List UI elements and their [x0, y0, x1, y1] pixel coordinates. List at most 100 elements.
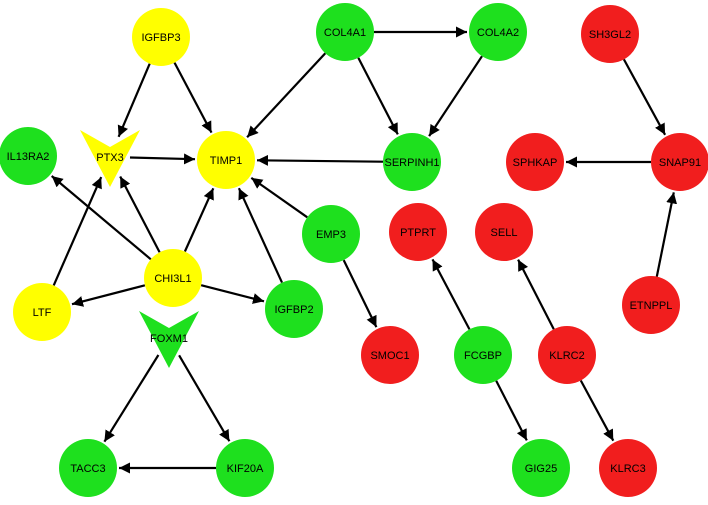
node-label: TIMP1: [210, 155, 242, 167]
edge-igfbp3-to-ptx3: [117, 63, 151, 138]
edge-col4a1-to-timp1: [246, 52, 327, 139]
edge-col4a1-to-serpinh1: [357, 57, 399, 135]
edge-fcgbp-to-gig25: [495, 380, 528, 441]
node-shape-fcgbp: [454, 326, 512, 384]
edge-foxm1-to-kif20a: [178, 354, 231, 442]
node-igfbp2: IGFBP2: [265, 280, 323, 338]
node-shape-sphkap: [506, 133, 564, 191]
node-shape-kif20a: [216, 439, 274, 497]
node-fcgbp: FCGBP: [454, 326, 512, 384]
node-chi3l1: CHI3L1: [144, 249, 202, 307]
edge-etnppl-to-snap91: [655, 192, 678, 277]
node-label: IGFBP3: [141, 32, 180, 44]
node-shape-igfbp2: [265, 280, 323, 338]
node-ptprt: PTPRT: [389, 203, 447, 261]
node-label: SERPINH1: [384, 157, 439, 169]
node-timp1: TIMP1: [197, 131, 255, 189]
node-sh3gl2: SH3GL2: [581, 5, 639, 63]
node-label: SH3GL2: [589, 29, 631, 41]
node-label: IGFBP2: [274, 304, 313, 316]
node-tacc3: TACC3: [59, 439, 117, 497]
node-shape-emp3: [302, 205, 360, 263]
node-shape-ptprt: [389, 203, 447, 261]
node-shape-timp1: [197, 131, 255, 189]
edge-emp3-to-smoc1: [342, 259, 378, 328]
node-label: PTX3: [96, 152, 124, 164]
node-smoc1: SMOC1: [361, 326, 419, 384]
node-shape-col4a2: [469, 3, 527, 61]
node-snap91: SNAP91: [651, 133, 708, 191]
edge-chi3l1-to-timp1: [183, 187, 215, 252]
node-shape-il13ra2: [0, 127, 57, 185]
node-label: SELL: [491, 227, 518, 239]
node-igfbp3: IGFBP3: [132, 8, 190, 66]
node-label: SNAP91: [659, 157, 701, 169]
node-ptx3: PTX3: [80, 130, 140, 187]
node-shape-tacc3: [59, 439, 117, 497]
node-col4a1: COL4A1: [316, 3, 374, 61]
edge-col4a2-to-serpinh1: [428, 55, 483, 137]
node-label: SMOC1: [370, 350, 409, 362]
node-shape-smoc1: [361, 326, 419, 384]
node-foxm1: FOXM1: [139, 311, 199, 368]
edge-sh3gl2-to-snap91: [622, 58, 667, 136]
node-label: COL4A2: [477, 27, 519, 39]
node-label: COL4A1: [324, 27, 366, 39]
node-label: LTF: [33, 307, 52, 319]
edge-ptx3-to-timp1: [129, 153, 196, 165]
edge-foxm1-to-tacc3: [103, 354, 160, 443]
node-sell: SELL: [475, 203, 533, 261]
node-label: TACC3: [70, 463, 105, 475]
node-col4a2: COL4A2: [469, 3, 527, 61]
node-sphkap: SPHKAP: [506, 133, 564, 191]
node-klrc3: KLRC3: [599, 439, 657, 497]
node-shape-klrc3: [599, 439, 657, 497]
node-label: FOXM1: [150, 333, 188, 345]
edge-chi3l1-to-igfbp2: [200, 284, 265, 304]
edge-klrc2-to-sell: [517, 259, 555, 330]
node-label: GIG25: [525, 463, 557, 475]
edge-ltf-to-ptx3: [52, 176, 103, 286]
edge-igfbp2-to-timp1: [237, 187, 284, 284]
node-label: CHI3L1: [154, 273, 191, 285]
node-kif20a: KIF20A: [216, 439, 274, 497]
node-label: KLRC2: [549, 350, 584, 362]
node-shape-foxm1: [139, 311, 199, 368]
node-klrc2: KLRC2: [538, 326, 596, 384]
node-shape-ltf: [13, 283, 71, 341]
node-shape-klrc2: [538, 326, 596, 384]
node-label: KLRC3: [610, 463, 645, 475]
node-label: ETNPPL: [630, 300, 673, 312]
edge-chi3l1-to-il13ra2: [50, 175, 152, 261]
node-shape-etnppl: [622, 276, 680, 334]
node-etnppl: ETNPPL: [622, 276, 680, 334]
edge-fcgbp-to-ptprt: [431, 258, 471, 330]
node-il13ra2: IL13RA2: [0, 127, 57, 185]
node-shape-chi3l1: [144, 249, 202, 307]
node-shape-gig25: [512, 439, 570, 497]
node-emp3: EMP3: [302, 205, 360, 263]
edge-klrc2-to-klrc3: [579, 379, 615, 442]
node-shape-igfbp3: [132, 8, 190, 66]
edge-serpinh1-to-timp1: [256, 154, 384, 166]
node-label: SPHKAP: [513, 157, 558, 169]
node-serpinh1: SERPINH1: [383, 133, 441, 191]
node-shape-serpinh1: [383, 133, 441, 191]
node-shape-ptx3: [80, 130, 140, 187]
edge-chi3l1-to-ltf: [71, 284, 146, 307]
node-label: PTPRT: [400, 227, 436, 239]
edge-emp3-to-timp1: [250, 177, 308, 219]
node-shape-snap91: [651, 133, 708, 191]
edges-layer: [50, 26, 678, 474]
edge-igfbp3-to-timp1: [173, 62, 213, 134]
edge-chi3l1-to-ptx3: [119, 175, 161, 253]
node-shape-col4a1: [316, 3, 374, 61]
node-label: EMP3: [316, 229, 346, 241]
node-label: IL13RA2: [7, 151, 50, 163]
node-label: KIF20A: [227, 463, 264, 475]
node-ltf: LTF: [13, 283, 71, 341]
node-shape-sh3gl2: [581, 5, 639, 63]
node-shape-sell: [475, 203, 533, 261]
